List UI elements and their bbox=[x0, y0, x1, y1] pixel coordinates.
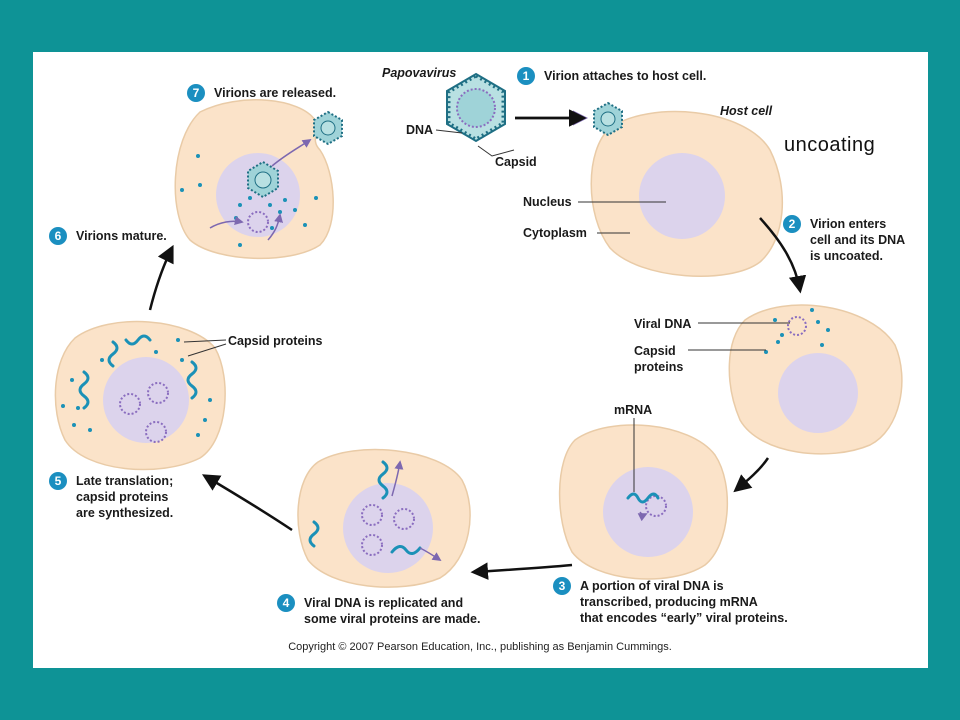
nucleus-circle bbox=[103, 357, 189, 443]
capsid-proteins-label-line2: proteins bbox=[634, 360, 683, 374]
svg-text:1: 1 bbox=[523, 69, 530, 83]
svg-text:Virion enters: Virion enters bbox=[810, 217, 886, 231]
step-3: 3 A portion of viral DNA is transcribed,… bbox=[553, 577, 788, 625]
movement-arrows bbox=[209, 139, 648, 561]
step-7: 7 Virions are released. bbox=[187, 84, 336, 102]
uncoating-note: uncoating bbox=[784, 134, 875, 156]
svg-text:Viral DNA is replicated and: Viral DNA is replicated and bbox=[304, 596, 463, 610]
svg-text:Late translation;: Late translation; bbox=[76, 474, 173, 488]
svg-text:cell and its DNA: cell and its DNA bbox=[810, 233, 905, 247]
copyright-text: Copyright © 2007 Pearson Education, Inc.… bbox=[288, 641, 672, 653]
arrow-step-4 bbox=[470, 562, 573, 580]
step-badge bbox=[277, 594, 295, 612]
arrow-step-5 bbox=[201, 474, 293, 532]
capsid-label: Capsid bbox=[495, 155, 537, 169]
svg-text:2: 2 bbox=[789, 217, 796, 231]
svg-text:are synthesized.: are synthesized. bbox=[76, 506, 173, 520]
step-badge bbox=[49, 227, 67, 245]
nucleus-circle bbox=[778, 353, 858, 433]
svg-text:some viral proteins are made.: some viral proteins are made. bbox=[304, 612, 480, 626]
step-badge bbox=[553, 577, 571, 595]
virion-maturing bbox=[247, 160, 279, 233]
nucleus-label: Nucleus bbox=[523, 195, 572, 209]
svg-text:6: 6 bbox=[55, 229, 62, 243]
cell-step-5 bbox=[54, 320, 226, 471]
papovavirus-virion-large bbox=[446, 72, 506, 143]
arrow-step-3 bbox=[733, 457, 770, 493]
cell-step-4 bbox=[297, 448, 471, 588]
step-4: 4 Viral DNA is replicated and some viral… bbox=[277, 594, 480, 626]
cell-step-2 bbox=[728, 304, 903, 455]
svg-text:Virions are released.: Virions are released. bbox=[214, 86, 336, 100]
step-badge bbox=[517, 67, 535, 85]
svg-text:5: 5 bbox=[55, 474, 62, 488]
viral-dna-label: Viral DNA bbox=[634, 317, 691, 331]
svg-text:4: 4 bbox=[283, 596, 290, 610]
svg-text:transcribed, producing mRNA: transcribed, producing mRNA bbox=[580, 595, 758, 609]
svg-text:Virion attaches to host cell.: Virion attaches to host cell. bbox=[544, 69, 706, 83]
host-cell-label: Host cell bbox=[720, 104, 773, 118]
viral-dna-circles bbox=[119, 316, 807, 556]
arrow-step-6 bbox=[148, 244, 174, 311]
nucleus-circle bbox=[343, 483, 433, 573]
dna-label: DNA bbox=[406, 123, 433, 137]
virus-name-label: Papovavirus bbox=[382, 66, 456, 80]
capsid-protein-dots bbox=[61, 154, 830, 437]
mrna-strands bbox=[78, 334, 660, 555]
step-badge bbox=[783, 215, 801, 233]
step-badge bbox=[187, 84, 205, 102]
arrow-step-2 bbox=[759, 217, 807, 294]
svg-text:7: 7 bbox=[193, 86, 200, 100]
svg-text:Virions mature.: Virions mature. bbox=[76, 229, 167, 243]
step-badge bbox=[49, 472, 67, 490]
mrna-label: mRNA bbox=[614, 403, 652, 417]
step-2: 2 Virion enters cell and its DNA is unco… bbox=[783, 215, 905, 263]
capsid-proteins-label: Capsid proteins bbox=[228, 334, 323, 348]
step-1: 1 Virion attaches to host cell. bbox=[517, 67, 706, 85]
virion-released bbox=[313, 110, 343, 146]
nucleus-circle bbox=[639, 153, 725, 239]
cell-step-1 bbox=[590, 110, 784, 277]
svg-text:A portion of viral DNA is: A portion of viral DNA is bbox=[580, 579, 724, 593]
cytoplasm-label: Cytoplasm bbox=[523, 226, 587, 240]
svg-text:is uncoated.: is uncoated. bbox=[810, 249, 883, 263]
leader-lines bbox=[183, 129, 790, 492]
virion-attaching bbox=[593, 101, 623, 137]
step-6: 6 Virions mature. bbox=[49, 227, 167, 245]
capsid-proteins-label-line1: Capsid bbox=[634, 344, 676, 358]
step-5: 5 Late translation; capsid proteins are … bbox=[49, 472, 173, 520]
svg-text:3: 3 bbox=[559, 579, 566, 593]
svg-text:that encodes “early” viral pro: that encodes “early” viral proteins. bbox=[580, 611, 788, 625]
svg-text:capsid proteins: capsid proteins bbox=[76, 490, 168, 504]
